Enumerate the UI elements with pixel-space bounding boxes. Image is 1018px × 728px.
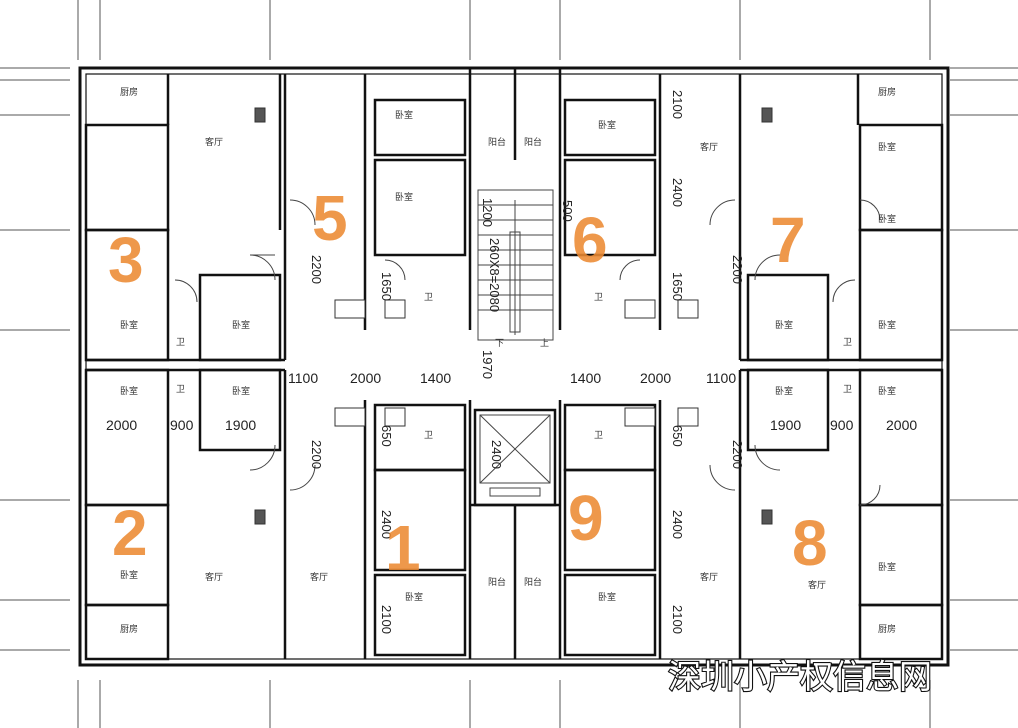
- bedroom-label: 卧室: [878, 213, 896, 225]
- elevator-shaft: [479, 414, 551, 497]
- dim-text: 2400: [670, 510, 685, 539]
- living-label: 客厅: [205, 571, 223, 583]
- fixtures: [254, 107, 773, 525]
- kitchen-label: 厨房: [878, 623, 896, 635]
- interior-walls: [84, 68, 944, 661]
- stair-down-mark: 下: [495, 339, 504, 349]
- dim-text: 1200: [480, 198, 495, 227]
- watermark-text: 深圳小产权信息网: [668, 657, 932, 696]
- dim-text: 2000: [350, 370, 381, 386]
- bedroom-label: 卧室: [878, 385, 896, 397]
- kitchen-label: 厨房: [120, 623, 138, 635]
- bedroom-label: 卧室: [598, 119, 616, 131]
- bath-label: 卫: [594, 293, 603, 303]
- bedroom-label: 卧室: [395, 109, 413, 121]
- dim-text: 2100: [670, 90, 685, 119]
- unit-number: 1: [385, 512, 421, 584]
- bedroom-label: 卧室: [120, 385, 138, 397]
- bath-label: 卫: [424, 431, 433, 441]
- elevator-dim-text: 2400: [489, 440, 504, 469]
- dim-text: 650: [670, 425, 685, 447]
- living-label: 客厅: [310, 571, 328, 583]
- dim-text: 2400: [670, 178, 685, 207]
- dim-text: 1970: [480, 350, 495, 379]
- dim-text: 2000: [106, 417, 137, 433]
- unit-number: 3: [108, 224, 144, 296]
- bath-label: 卫: [843, 338, 852, 348]
- bedroom-label: 卧室: [232, 385, 250, 397]
- bedroom-label: 卧室: [120, 569, 138, 581]
- bedroom-label: 卧室: [775, 319, 793, 331]
- dim-text: 2000: [640, 370, 671, 386]
- living-label: 客厅: [700, 141, 718, 153]
- bedroom-label: 卧室: [878, 561, 896, 573]
- unit-number: 7: [770, 204, 806, 276]
- kitchen-label: 厨房: [878, 86, 896, 98]
- dim-text: 2200: [309, 255, 324, 284]
- unit-number: 5: [312, 182, 348, 254]
- dim-text: 1650: [379, 272, 394, 301]
- dim-text: 2100: [670, 605, 685, 634]
- bath-label: 卫: [176, 385, 185, 395]
- dim-text: 1400: [420, 370, 451, 386]
- dim-text: 1400: [570, 370, 601, 386]
- room-labels: 厨房 厨房 厨房 厨房 客厅 客厅 客厅 客厅 客厅 客厅 卧室 卧室 卧室 卧…: [120, 86, 896, 635]
- dim-text: 1100: [706, 370, 736, 386]
- dim-text: 2200: [309, 440, 324, 469]
- dim-text: 650: [379, 425, 394, 447]
- bedroom-label: 卧室: [405, 591, 423, 603]
- balcony-label: 阳台: [488, 136, 506, 148]
- bath-label: 卫: [594, 431, 603, 441]
- living-label: 客厅: [205, 136, 223, 148]
- stair-run-text: 260X8=2080: [487, 238, 502, 312]
- dim-text: 2400: [379, 510, 394, 539]
- dim-text: 1650: [670, 272, 685, 301]
- living-label: 客厅: [700, 571, 718, 583]
- bedroom-label: 卧室: [775, 385, 793, 397]
- balcony-label: 阳台: [524, 136, 542, 148]
- bedroom-label: 卧室: [120, 319, 138, 331]
- bedroom-label: 卧室: [878, 319, 896, 331]
- dim-text: 2200: [730, 440, 745, 469]
- dim-text: 500: [560, 200, 575, 222]
- bedroom-label: 卧室: [395, 191, 413, 203]
- unit-number-annotations: 3 5 6 7 2 1 9 8: [108, 182, 828, 584]
- bath-label: 卫: [843, 385, 852, 395]
- unit-number: 9: [568, 482, 604, 554]
- unit-number: 2: [112, 497, 148, 569]
- dim-text: 1900: [225, 417, 256, 433]
- dim-text: 2200: [730, 255, 745, 284]
- balcony-label: 阳台: [488, 576, 506, 588]
- stair-core: [477, 189, 554, 341]
- kitchen-label: 厨房: [120, 86, 138, 98]
- dim-text: 900: [830, 417, 854, 433]
- unit-number: 6: [572, 204, 608, 276]
- bedroom-label: 卧室: [598, 591, 616, 603]
- bath-label: 卫: [176, 338, 185, 348]
- balcony-label: 阳台: [524, 576, 542, 588]
- dim-text: 900: [170, 417, 194, 433]
- bedroom-label: 卧室: [232, 319, 250, 331]
- bedroom-label: 卧室: [878, 141, 896, 153]
- living-label: 客厅: [808, 579, 826, 591]
- door-swings: [174, 199, 881, 506]
- unit-number: 8: [792, 507, 828, 579]
- dim-text: 1900: [770, 417, 801, 433]
- dim-text: 2000: [886, 417, 917, 433]
- dim-text: 2100: [379, 605, 394, 634]
- dim-text: 1100: [288, 370, 318, 386]
- dimension-labels: 1100 2000 1400 1400 2000 1100 2000 900 1…: [106, 90, 917, 634]
- bath-label: 卫: [424, 293, 433, 303]
- stair-up-mark: 上: [540, 338, 549, 349]
